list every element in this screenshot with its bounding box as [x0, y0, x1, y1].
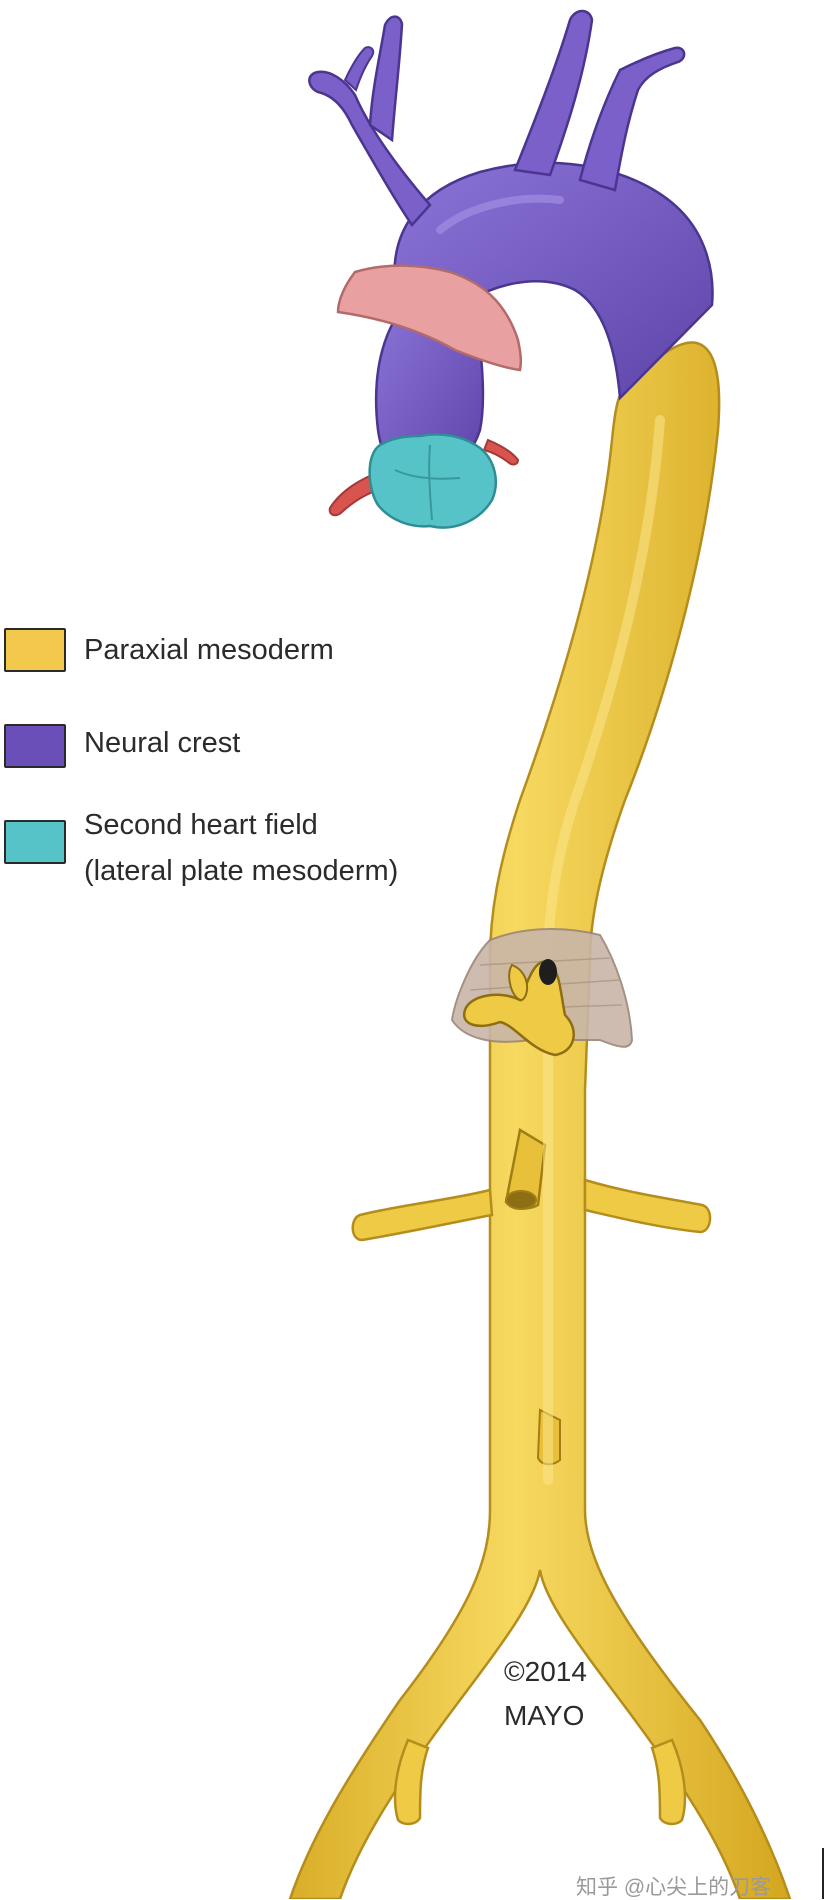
copyright-owner: MAYO: [504, 1700, 585, 1731]
descending-aorta: [288, 341, 792, 1899]
watermark: 知乎 @心尖上的刀客: [576, 1876, 772, 1899]
pulmonary-artery: [336, 264, 523, 372]
edge-divider: [822, 1848, 824, 1899]
celiac-trunk: [462, 959, 575, 1057]
copyright: ©2014 MAYO: [504, 1650, 587, 1738]
aortic-arch: [308, 9, 714, 477]
copyright-year: ©2014: [504, 1656, 587, 1687]
aortic-root: [368, 433, 497, 529]
